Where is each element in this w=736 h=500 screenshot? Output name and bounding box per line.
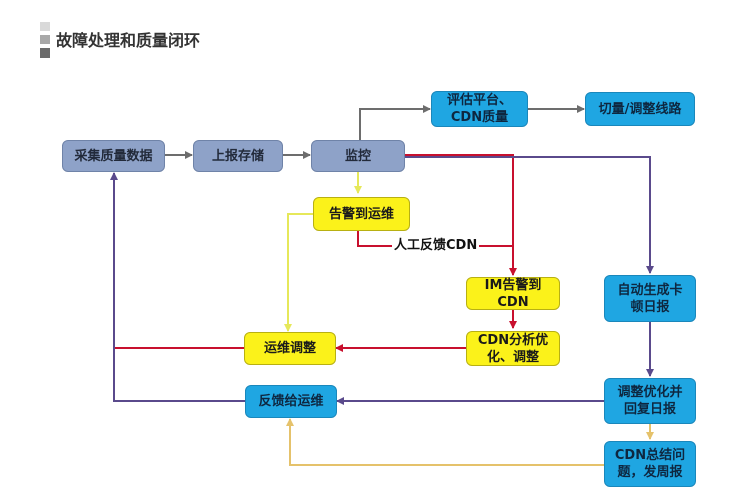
node-report-store: 上报存储 <box>193 140 283 172</box>
arrow-monitor-to-evaluate <box>359 105 431 140</box>
node-collect: 采集质量数据 <box>62 140 165 172</box>
node-switch: 切量/调整线路 <box>585 92 695 126</box>
node-evaluate: 评估平台、 CDN质量 <box>431 91 528 127</box>
node-cdn-summary: CDN总结问 题，发周报 <box>604 441 696 487</box>
node-auto-report: 自动生成卡 顿日报 <box>604 275 696 322</box>
arrow-monitor-to-auto-report <box>405 156 654 274</box>
node-im-alert: IM告警到 CDN <box>466 277 560 310</box>
edge-label-manual-feedback: 人工反馈CDN <box>392 238 480 254</box>
arrow-alert-to-ops-adjust <box>284 213 313 332</box>
node-adjust-reply: 调整优化并 回复日报 <box>604 378 696 424</box>
node-ops-adjust: 运维调整 <box>244 332 336 365</box>
node-feedback-ops: 反馈给运维 <box>245 385 337 418</box>
arrow-feedback-to-collect <box>110 172 245 402</box>
arrow-monitor-to-im-alert <box>405 154 517 276</box>
node-cdn-analyze: CDN分析优 化、调整 <box>466 331 560 366</box>
node-monitor: 监控 <box>311 140 405 172</box>
node-alert-ops: 告警到运维 <box>313 197 410 231</box>
arrow-summary-to-feedback <box>286 418 604 466</box>
page-title: 故障处理和质量闭环 <box>56 31 201 50</box>
title-bullet-icon <box>40 22 50 58</box>
